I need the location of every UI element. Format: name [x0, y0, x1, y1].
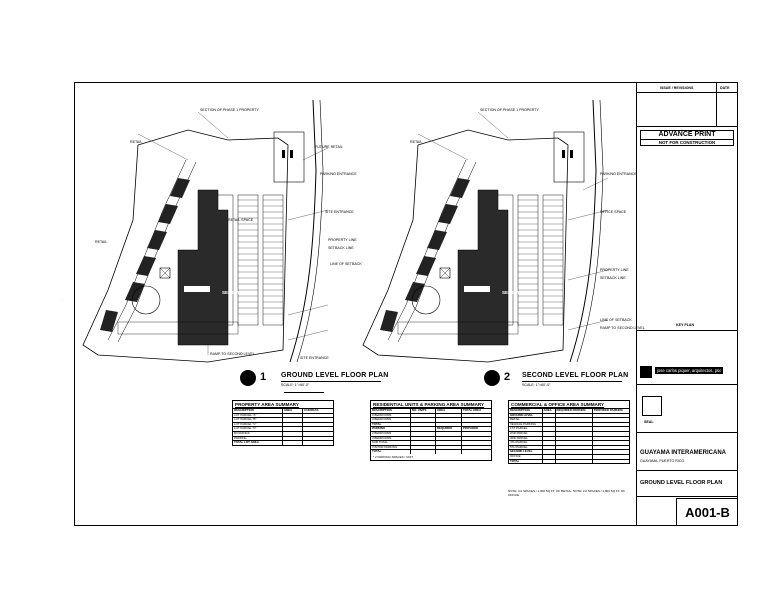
revisions-bottom: [636, 126, 738, 127]
project-location: GUAYAMA, PUERTO RICO: [640, 459, 685, 463]
plan1-scale-bar: [284, 392, 324, 393]
drawing-title: GROUND LEVEL FLOOR PLAN: [640, 480, 723, 486]
plan2-callout: RETAIL: [410, 140, 423, 144]
plan1-callout: PROPERTY LINE: [328, 238, 357, 242]
table-row: PARKING: [233, 435, 333, 441]
north-arrow-icon: [484, 370, 500, 386]
plan1-callout: SITE ENTRANCE: [325, 210, 354, 214]
table-row: LOT PARCEL "C": [233, 421, 333, 427]
plan2-scale: SCALE: 1"=60'-0": [522, 383, 551, 387]
title-block: [636, 82, 738, 526]
commercial-table-notes: NOTE: 4.0 SPACES / 1,000 SQ.FT. OF RETAI…: [508, 489, 626, 497]
date-header: DATE: [720, 86, 730, 90]
keyplan-divider: [636, 330, 738, 331]
table-row: BUILDINGS: [233, 431, 333, 437]
margin-note: .: [60, 300, 64, 301]
table-row: LOT PARCEL "A": [233, 412, 333, 418]
seal-label: SEAL: [644, 420, 654, 424]
table-row: LOT PARCEL "B": [233, 417, 333, 423]
plan2-callout: SETBACK LINE: [600, 276, 626, 280]
table-row: TOTAL: [371, 449, 491, 454]
firm-name: jose carlos piquer, arquitectos, psc: [655, 367, 724, 374]
table-row: OFFICE: [509, 453, 629, 460]
table-title: RESIDENTIAL UNITS & PARKING AREA SUMMARY: [373, 402, 485, 407]
table-row: TOTAL: [371, 421, 491, 427]
date-column-divider: [716, 82, 717, 126]
plan1-callout: SETBACK LINE: [328, 246, 354, 250]
table-note: * 2 PARKING SPACES / UNIT: [373, 454, 414, 459]
plan1-callout: RAMP TO SECOND LEVEL: [210, 352, 255, 356]
table-row: 1ST PARCEL: [509, 426, 629, 432]
table-row: 3 BEDROOMS: [371, 435, 491, 441]
ground-level-site-plan: [82, 100, 329, 363]
plan1-title: GROUND LEVEL FLOOR PLAN: [281, 372, 389, 379]
plan1-callout: LINE OF SETBACK: [330, 262, 362, 266]
plan2-callout: OFFICE SPACE: [600, 210, 627, 214]
plan1-title-underline: [281, 381, 381, 382]
drawing-sheet-border: [74, 82, 738, 526]
plan2-callout: LINE OF SETBACK: [600, 318, 632, 322]
plan2-number: 2: [504, 371, 511, 383]
table-row: SUB TOTAL: [371, 440, 491, 446]
key-plan-label: KEY PLAN: [676, 323, 695, 327]
table-title: PROPERTY AREA SUMMARY: [235, 402, 299, 407]
revisions-header: ISSUE / REVISIONS: [660, 86, 694, 90]
seal-box: [642, 396, 662, 416]
plan2-callout: SECTION OF PHASE 1 PROPERTY: [480, 108, 539, 112]
plan1-callout: PARKING ENTRANCE: [320, 172, 357, 176]
table-row: TOTAL LOT AREA: [233, 440, 333, 445]
table-row: TOTAL: [509, 458, 629, 464]
plan2-callout: RAMP TO SECOND LEVEL: [600, 326, 645, 330]
table-row: 2 BEDROOMS: [371, 431, 491, 437]
plan2-title: SECOND LEVEL FLOOR PLAN: [522, 372, 629, 379]
plan1-callout: RETAIL SPACE: [228, 218, 254, 222]
table-title: COMMERCIAL & OFFICE AREA SUMMARY: [511, 402, 605, 407]
stamp-line2: NOT FOR CONSTRUCTION: [641, 139, 733, 145]
plan1-callout: RETAIL: [130, 140, 143, 144]
table-row: 3 BEDROOMS: [371, 417, 491, 423]
stamp-line1: ADVANCE PRINT: [658, 131, 716, 138]
project-divider: [636, 470, 738, 471]
table-row: VISITOR PARKING: [371, 444, 491, 450]
table-row: SECOND LEVEL: [509, 449, 629, 455]
table-row: GROUND LEVEL: [509, 412, 629, 418]
table-row: 2ND PARCEL: [509, 431, 629, 437]
plan1-callout: FUTURE RETAIL: [315, 145, 343, 149]
plan1-scale: SCALE: 1"=60'-0": [281, 383, 310, 387]
plan1-callout: SECTION OF PHASE 1 PROPERTY: [200, 108, 259, 112]
drawing-title-divider: [636, 496, 738, 497]
plan2-callout: PROPERTY LINE: [600, 268, 629, 272]
table-row: RETAIL: [509, 417, 629, 423]
north-arrow-icon: [240, 370, 256, 386]
firm-logo-icon: [640, 366, 652, 378]
project-name: GUAYAMA INTERAMERICANA: [640, 450, 727, 456]
plan1-building-label: SEE DWG.: [222, 290, 245, 295]
table-row: VEHICLE PARKING: [509, 421, 629, 427]
plan1-callout: RETAIL: [95, 240, 108, 244]
table-row: 3RD PARCEL: [509, 435, 629, 441]
advance-print-stamp: ADVANCE PRINT NOT FOR CONSTRUCTION: [640, 130, 734, 146]
seal-divider: [636, 432, 738, 433]
table-row: 5TH PARCEL: [509, 444, 629, 450]
plan2-title-underline: [522, 381, 622, 382]
table-row: 4TH PARCEL: [509, 440, 629, 446]
table-row: LOT PARCEL "D": [233, 426, 333, 432]
revisions-divider: [636, 92, 738, 93]
commercial-office-table: COMMERCIAL & OFFICE AREA SUMMARY DESCRIP…: [508, 400, 630, 465]
sheet-number: A001-B: [676, 498, 738, 526]
table-row: 2 BEDROOMS: [371, 412, 491, 418]
plan1-number: 1: [260, 371, 267, 383]
firm-divider: [636, 384, 738, 385]
plan2-building-label: SEE DWG.: [502, 290, 525, 295]
residential-units-table: RESIDENTIAL UNITS & PARKING AREA SUMMARY…: [370, 400, 492, 461]
plan1-callout: SITE ENTRANCE: [300, 356, 329, 360]
second-level-site-plan: [362, 100, 609, 363]
plan2-callout: PARKING ENTRANCE: [600, 172, 637, 176]
